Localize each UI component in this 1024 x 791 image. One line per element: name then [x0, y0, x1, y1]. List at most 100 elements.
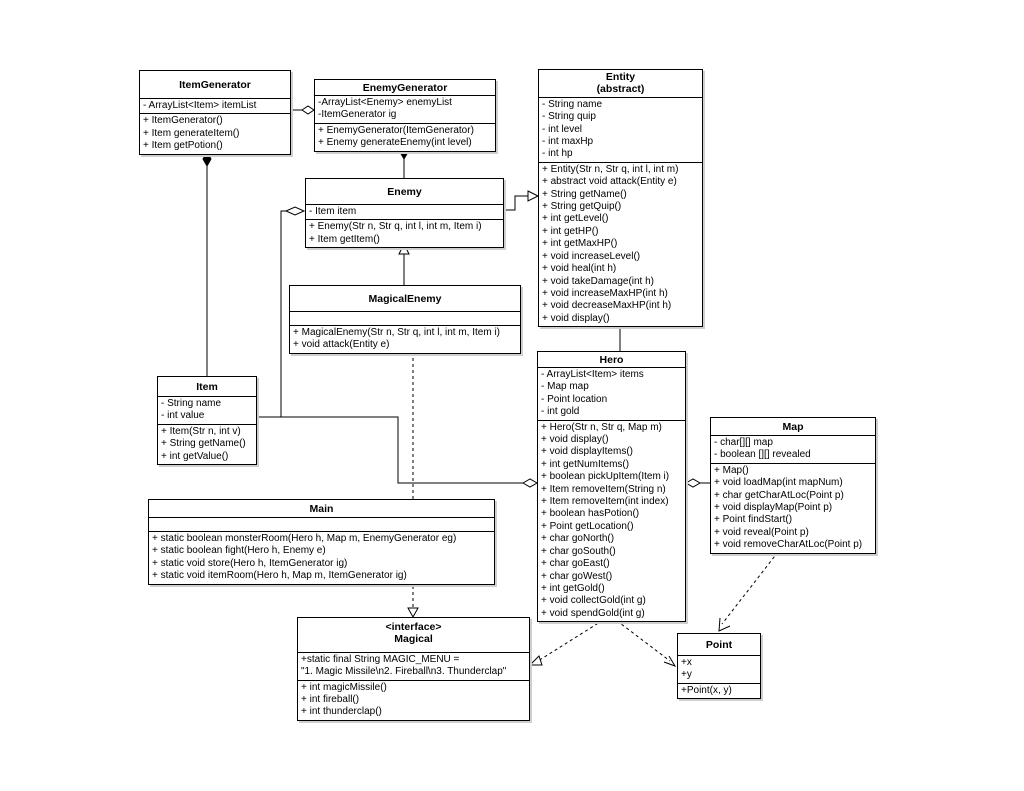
edge-hero-magical [537, 616, 609, 662]
class-name-text: Enemy [387, 186, 422, 198]
attribute: -ArrayList<Enemy> enemyList [318, 97, 452, 108]
operation: + void increaseLevel() [542, 250, 641, 262]
class-name-text: Point [705, 639, 733, 651]
class-name-text: ItemGenerator [179, 79, 251, 91]
operation: + Item removeItem(String n) [541, 483, 666, 495]
operation: + void display() [542, 312, 610, 324]
attribute: "1. Magic Missile\n2. Fireball\n3. Thund… [301, 666, 507, 678]
operation: + ItemGenerator() [143, 115, 223, 127]
class-name: Entity (abstract) [539, 70, 702, 98]
class-name-text: MagicalEnemy [368, 293, 442, 305]
class-name: Map [711, 418, 875, 436]
operation: + char getCharAtLoc(Point p) [714, 489, 844, 501]
operation: + abstract void attack(Entity e) [542, 176, 677, 188]
class-enemy: Enemy - Item item + Enemy(Str n, Str q, … [305, 178, 504, 249]
attribute: - Item item [309, 206, 357, 217]
class-stereotype: <interface> [385, 621, 442, 633]
operation: + int getValue() [161, 450, 229, 462]
operation: + void spendGold(int g) [541, 607, 645, 619]
operation: + char goSouth() [541, 545, 616, 557]
attributes-section: - ArrayList<Item> itemList [140, 99, 290, 115]
edge-item-enemy [257, 210, 286, 418]
operations-section: + Hero(Str n, Str q, Map m)+ void displa… [538, 421, 685, 622]
operations-section: + static boolean monsterRoom(Hero h, Map… [149, 532, 494, 584]
operation: + MagicalEnemy(Str n, Str q, int l, int … [293, 327, 501, 338]
attribute: - ArrayList<Item> itemList [143, 100, 257, 111]
class-name: <interface> Magical [298, 618, 529, 653]
class-name: Hero [538, 352, 685, 368]
operations-section: + Enemy(Str n, Str q, int l, int m, Item… [306, 220, 503, 247]
operation: + void increaseMaxHP(int h) [542, 287, 668, 299]
operation: + Enemy generateEnemy(int level) [318, 137, 472, 149]
operation: + Point findStart() [714, 514, 793, 526]
operation: + Enemy(Str n, Str q, int l, int m, Item… [309, 221, 482, 233]
attribute: -ItemGenerator ig [318, 109, 397, 121]
class-magicalenemy: MagicalEnemy + MagicalEnemy(Str n, Str q… [289, 285, 521, 354]
edge-item-hero [257, 416, 523, 484]
operation: + int magicMissile() [301, 681, 387, 693]
class-hero: Hero - ArrayList<Item> items- Map map- P… [537, 351, 686, 623]
operation: + void display() [541, 434, 609, 446]
attributes-section [290, 312, 520, 326]
operation: + String getQuip() [542, 201, 622, 213]
operations-section: + Item(Str n, int v)+ String getName()+ … [158, 425, 256, 464]
operation: + int getGold() [541, 582, 605, 594]
operations-section: + MagicalEnemy(Str n, Str q, int l, int … [290, 326, 520, 353]
operation: + void collectGold(int g) [541, 595, 646, 607]
aggregation-diamond [301, 105, 315, 115]
edge-map-point [721, 551, 779, 625]
attribute: +x [681, 657, 692, 668]
attributes-section: - char[][] map- boolean [][] revealed [711, 436, 875, 464]
attribute: - int gold [541, 406, 580, 418]
operations-section: + Entity(Str n, Str q, int l, int m)+ ab… [539, 163, 702, 326]
class-name: ItemGenerator [140, 71, 290, 99]
class-item: Item - String name- int value + Item(Str… [157, 376, 257, 466]
realization-arrow [407, 607, 419, 619]
operation: + int getMaxHP() [542, 238, 618, 250]
attribute: - String name [542, 98, 603, 110]
attribute: - Point location [541, 393, 608, 405]
operation: + Item(Str n, int v) [161, 425, 241, 437]
class-name-text: Entity [605, 71, 636, 83]
operation: + void displayMap(Point p) [714, 502, 833, 514]
operation: + String getName() [161, 438, 246, 450]
attribute: - int maxHp [542, 136, 594, 148]
attributes-section: - ArrayList<Item> items- Map map- Point … [538, 368, 685, 421]
class-name: Enemy [306, 179, 503, 205]
attributes-section: - String name- int value [158, 397, 256, 425]
operation: + void loadMap(int mapNum) [714, 477, 843, 489]
generalization-arrow [527, 190, 540, 202]
class-name: Point [678, 634, 760, 656]
class-point: Point +x+y +Point(x, y) [677, 633, 761, 700]
operation: + EnemyGenerator(ItemGenerator) [318, 124, 474, 136]
operation: + int getNumItems() [541, 458, 630, 470]
attributes-section: -ArrayList<Enemy> enemyList-ItemGenerato… [315, 96, 495, 124]
operation: + Hero(Str n, Str q, Map m) [541, 421, 662, 433]
attribute: - String quip [542, 111, 596, 123]
operation: + void attack(Entity e) [293, 339, 390, 351]
operation: + char goEast() [541, 558, 610, 570]
operation: + void heal(int h) [542, 263, 617, 275]
operation: + Item getPotion() [143, 140, 223, 152]
class-main: Main + static boolean monsterRoom(Hero h… [148, 499, 495, 585]
attributes-section [149, 518, 494, 532]
class-name-text: Hero [599, 354, 624, 366]
attributes-section: - Item item [306, 205, 503, 221]
operation: + int fireball() [301, 694, 360, 706]
operation: + void reveal(Point p) [714, 526, 809, 538]
class-enemygenerator: EnemyGenerator -ArrayList<Enemy> enemyLi… [314, 79, 496, 152]
attribute: - Map map [541, 381, 589, 393]
class-name-text: Item [196, 381, 218, 393]
class-stereotype: (abstract) [596, 83, 645, 96]
operation: + Item getItem() [309, 233, 380, 245]
operation: + int thunderclap() [301, 706, 382, 718]
class-name: Item [158, 377, 256, 397]
class-name-text: Main [309, 503, 334, 515]
class-map: Map - char[][] map- boolean [][] reveale… [710, 417, 876, 554]
operation: + boolean hasPotion() [541, 508, 640, 520]
operation: + Map() [714, 464, 749, 476]
class-magical: <interface> Magical +static final String… [297, 617, 530, 721]
attributes-section: +static final String MAGIC_MENU ="1. Mag… [298, 653, 529, 681]
class-name: MagicalEnemy [290, 286, 520, 312]
